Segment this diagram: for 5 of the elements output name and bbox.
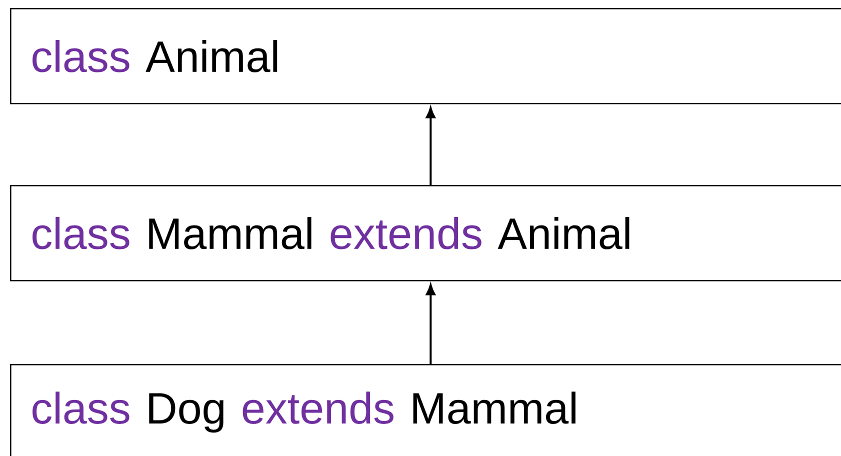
class-box: class Animal: [10, 8, 841, 104]
class-box: class Mammal extends Animal: [10, 185, 841, 282]
class-box: class Dog extends Mammal: [10, 364, 841, 456]
arrow: [426, 107, 436, 185]
arrow: [426, 284, 436, 364]
